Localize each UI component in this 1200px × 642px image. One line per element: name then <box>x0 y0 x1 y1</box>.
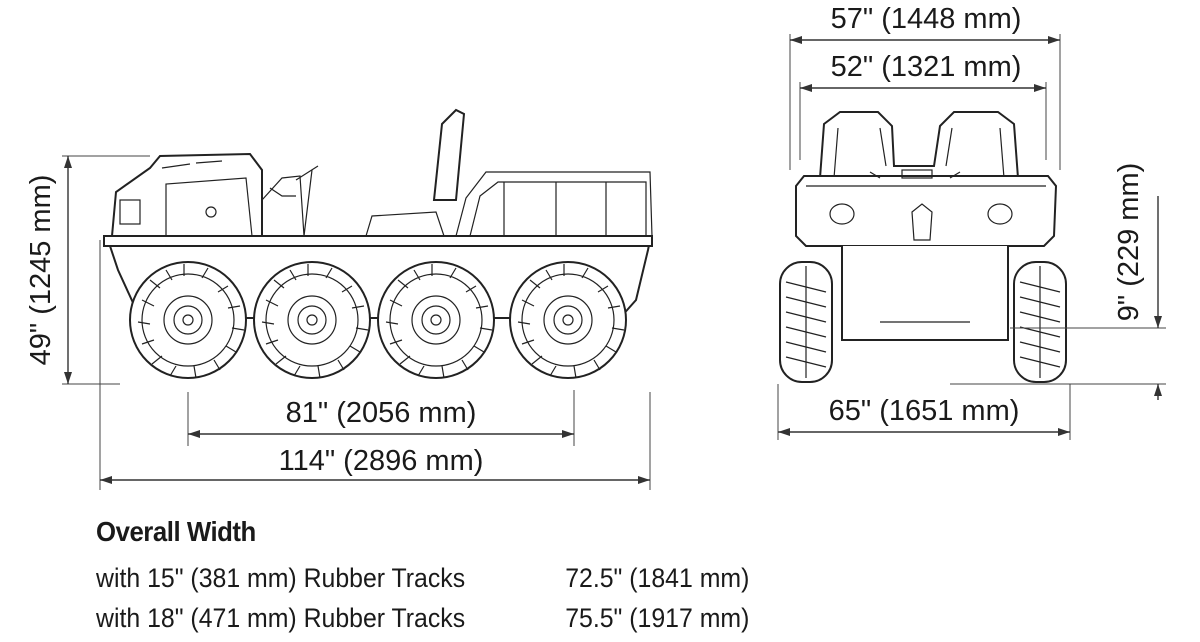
side-view-wheels <box>129 261 627 379</box>
ground-clearance-label: 9" (229 mm) <box>1113 163 1145 322</box>
wheel-1 <box>129 261 247 379</box>
side-view-vehicle <box>103 108 653 319</box>
side-view-dimensions <box>62 155 651 490</box>
right-track <box>1013 261 1067 383</box>
height-label: 49" (1245 mm) <box>25 175 57 366</box>
row-label: with 15" (381 mm) Rubber Tracks <box>96 563 466 593</box>
wheel-3 <box>377 261 495 379</box>
row-label: with 18" (471 mm) Rubber Tracks <box>96 603 466 633</box>
track-width-label: 65" (1651 mm) <box>829 395 1020 427</box>
width-row-18in: with 18" (471 mm) Rubber Tracks 75.5" (1… <box>96 598 795 638</box>
wheel-4 <box>509 261 627 379</box>
overall-width-title: Overall Width <box>96 516 256 547</box>
outer-width-label: 57" (1448 mm) <box>831 3 1022 35</box>
front-view-dimensions <box>777 34 1166 440</box>
front-view-vehicle <box>795 111 1058 341</box>
width-row-15in: with 15" (381 mm) Rubber Tracks 72.5" (1… <box>96 558 795 598</box>
length-label: 114" (2896 mm) <box>279 445 484 477</box>
wheel-2 <box>253 261 371 379</box>
row-value: 75.5" (1917 mm) <box>565 603 750 633</box>
row-value: 72.5" (1841 mm) <box>565 563 750 593</box>
inner-width-label: 52" (1321 mm) <box>831 51 1022 83</box>
left-track <box>779 261 833 383</box>
wheelbase-label: 81" (2056 mm) <box>286 397 477 429</box>
overall-width-notes: Overall Width with 15" (381 mm) Rubber T… <box>96 516 856 638</box>
